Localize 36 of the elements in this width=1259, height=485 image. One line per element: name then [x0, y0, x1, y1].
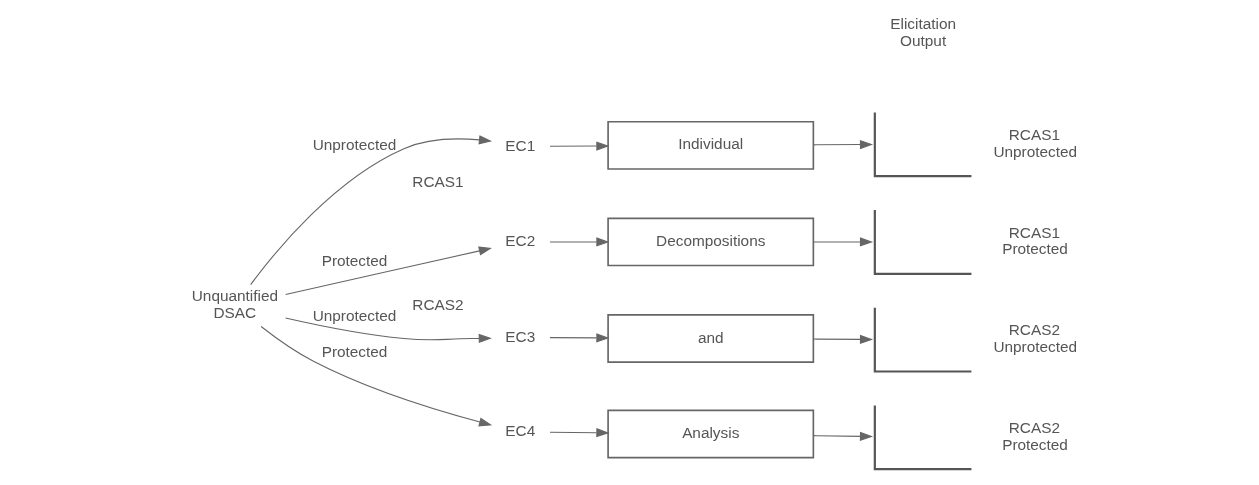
arrow — [250, 135, 493, 286]
label: RCAS1 — [412, 172, 464, 190]
arrow — [549, 237, 610, 247]
node-text: Unquantified DSAC — [191, 287, 279, 321]
node-text: EC2 — [505, 232, 536, 250]
node-text: EC1 — [505, 136, 536, 154]
node-text: EC4 — [505, 421, 536, 439]
arrow — [813, 237, 874, 247]
arrow — [549, 428, 610, 438]
edge-label: Unprotected — [312, 135, 397, 153]
arrow — [285, 246, 492, 295]
label: Elicitation Output — [890, 15, 956, 49]
arrow — [549, 333, 610, 343]
picture — [873, 405, 972, 471]
arrow — [813, 139, 874, 150]
arrow — [549, 141, 610, 151]
picture — [873, 112, 972, 178]
arrow — [813, 431, 874, 441]
node-box: and — [607, 314, 815, 363]
node-label: RCAS2 Unprotected — [993, 321, 1078, 355]
node-box: Individual — [607, 120, 815, 170]
node-box: Decompositions — [607, 217, 815, 267]
edge-label: Protected — [321, 252, 388, 270]
node-label: RCAS1 Unprotected — [993, 126, 1078, 160]
node-box: Analysis — [607, 409, 815, 459]
picture — [873, 210, 972, 275]
node-text: EC3 — [505, 327, 536, 345]
node-label: RCAS1 Protected — [1002, 223, 1068, 258]
edge-label: Protected — [321, 343, 388, 361]
arrow — [260, 326, 493, 427]
arrow — [813, 334, 874, 344]
node-label: RCAS2 Protected — [1002, 419, 1068, 453]
label: RCAS2 — [412, 295, 464, 313]
edge-label: Unprotected — [312, 307, 397, 325]
picture — [873, 307, 972, 373]
arrow — [285, 317, 492, 344]
